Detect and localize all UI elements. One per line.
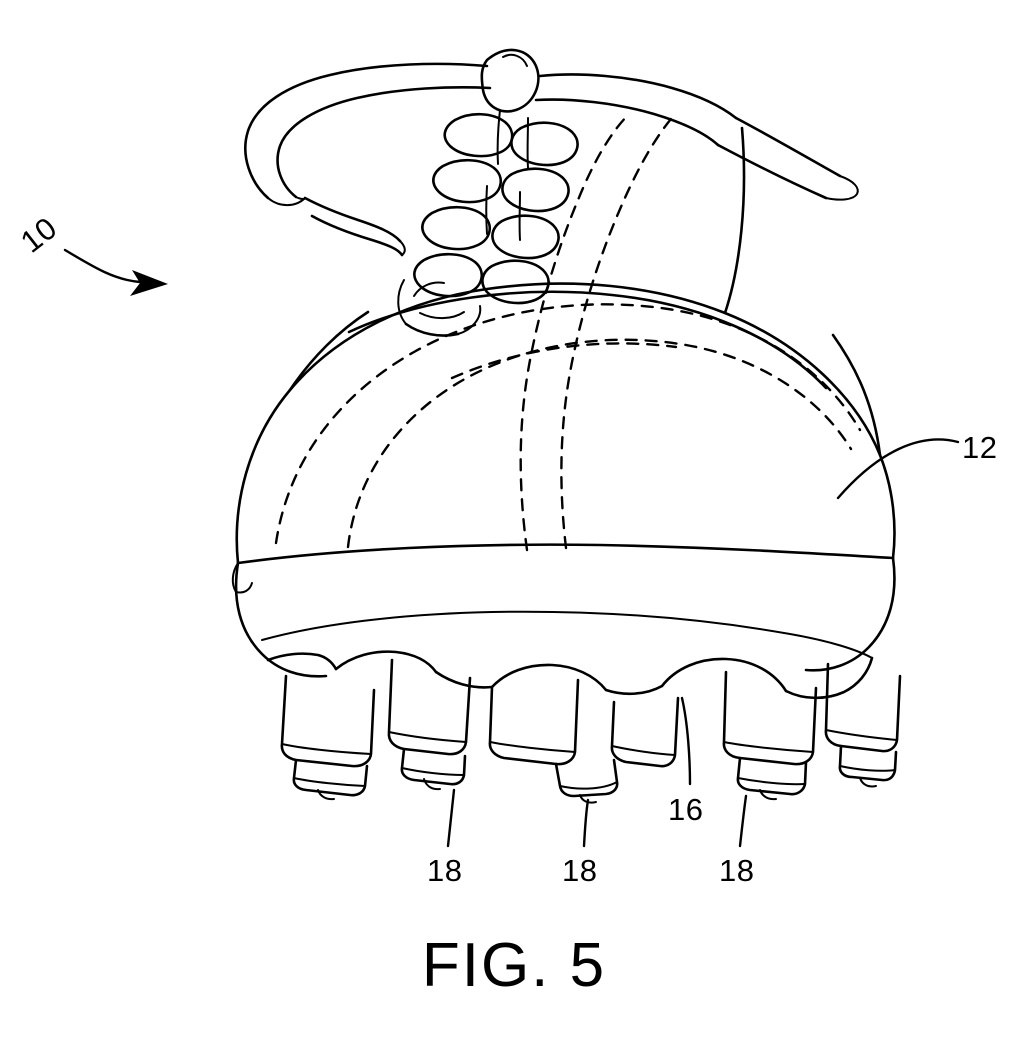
- ref-numeral-12: 12: [962, 430, 998, 465]
- ref-numeral-18-center: 18: [562, 853, 598, 888]
- leader-10: [63, 248, 168, 296]
- outsole: [234, 556, 896, 700]
- figure-caption: FIG. 5: [421, 931, 607, 1000]
- lace-assembly: [244, 48, 859, 337]
- leader-12: [836, 438, 960, 500]
- cleat-group-right: [722, 662, 902, 801]
- cleat-group-center: [488, 678, 680, 804]
- ref-numeral-18-right: 18: [719, 853, 755, 888]
- leader-18-right: [738, 794, 748, 848]
- ref-numeral-16: 16: [668, 792, 704, 827]
- cleat-group-left: [280, 658, 472, 801]
- upper-dashed-seams: [274, 112, 862, 552]
- leader-18-left: [446, 788, 456, 848]
- ref-numeral-18-left: 18: [427, 853, 463, 888]
- leader-18-center: [582, 798, 590, 848]
- leader-16: [680, 696, 692, 786]
